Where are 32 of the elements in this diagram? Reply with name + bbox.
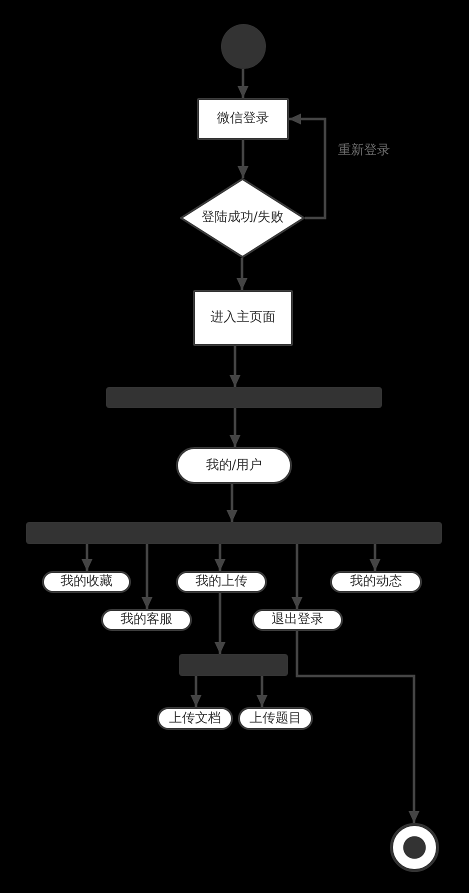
arrow [289, 114, 326, 220]
process-box: 微信登录 [197, 98, 289, 140]
arrow [238, 69, 248, 98]
rounded-box: 我的/用户 [176, 447, 292, 484]
rounded-box: 上传题目 [238, 707, 313, 730]
rounded-box: 我的上传 [176, 571, 267, 593]
rounded-box: 上传文档 [157, 707, 233, 730]
arrow [214, 544, 226, 571]
fork-bar [179, 654, 288, 676]
arrow [236, 258, 248, 290]
arrow [256, 676, 268, 707]
arrow [226, 484, 238, 522]
arrow [230, 408, 240, 447]
start-circle [221, 24, 266, 69]
arrow [190, 676, 202, 707]
arrow [142, 544, 152, 609]
rounded-box: 我的收藏 [42, 571, 131, 593]
decision-diamond: 登陆成功/失败 [180, 178, 305, 258]
rounded-box: 我的动态 [330, 571, 422, 593]
process-box: 进入主页面 [193, 290, 293, 346]
rounded-box: 退出登录 [252, 609, 343, 631]
fork-bar [106, 387, 382, 408]
arrow [292, 544, 302, 609]
arrow [230, 346, 240, 387]
end-circle [390, 823, 439, 872]
arrow [214, 593, 226, 654]
arrow [238, 140, 248, 178]
arrow [296, 631, 420, 823]
fork-bar [26, 522, 442, 544]
arrow [370, 544, 380, 571]
rounded-box: 我的客服 [101, 609, 192, 631]
arrow [82, 544, 92, 571]
